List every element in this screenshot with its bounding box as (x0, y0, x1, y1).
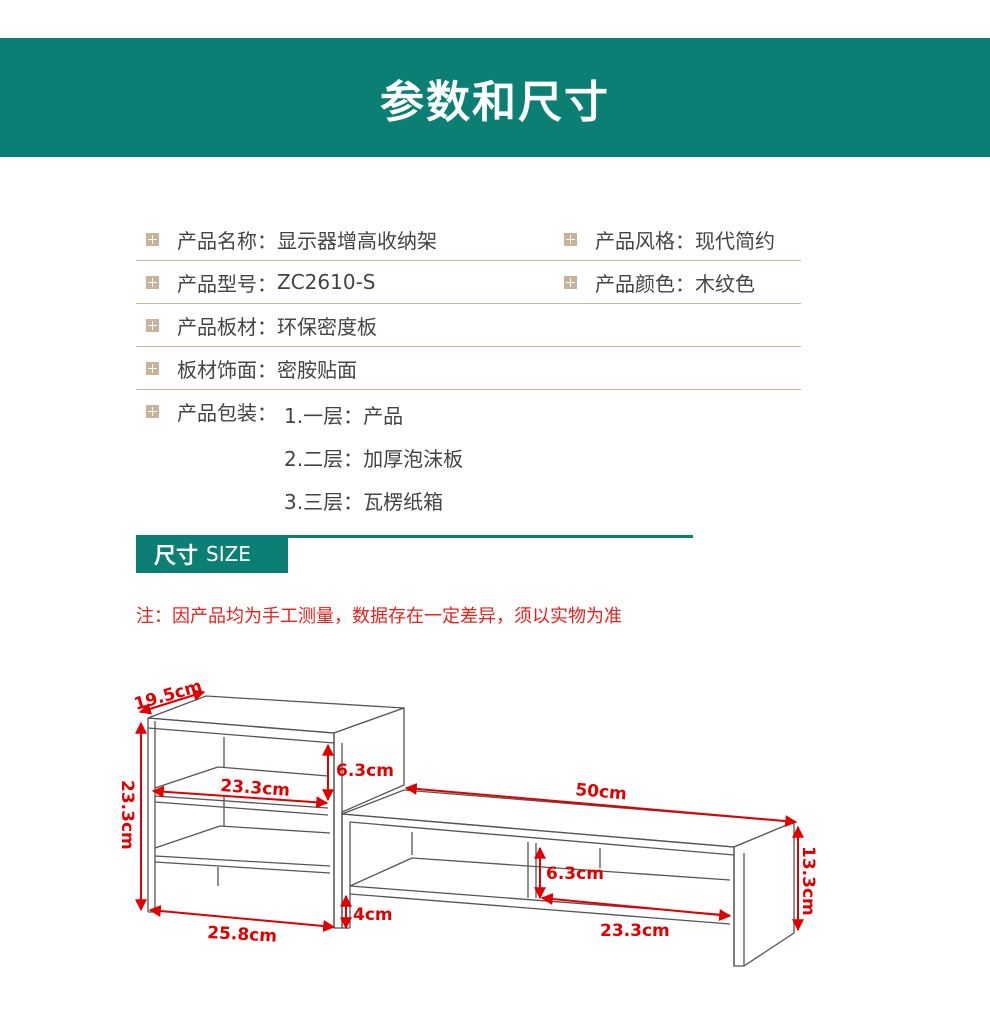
spec-row: 产品型号： ZC2610-S 产品颜色： 木纹色 (136, 261, 801, 304)
dim-foot-height: 4cm (353, 905, 393, 925)
spec-value: 显示器增高收纳架 (277, 228, 437, 253)
dim-tower-inner-width: 23.3cm (220, 776, 291, 801)
dim-tower-width: 25.8cm (207, 923, 278, 947)
spec-item-finish: 板材饰面： 密胺贴面 (146, 347, 357, 389)
page-title: 参数和尺寸 (380, 76, 610, 128)
spec-label: 产品名称： (177, 228, 277, 253)
divider (288, 535, 693, 538)
size-subtitle: SIZE (206, 542, 251, 566)
plus-square-icon (564, 232, 577, 246)
spec-row: 产品板材： 环保密度板 (136, 304, 801, 347)
spec-row: 产品名称： 显示器增高收纳架 产品风格： 现代简约 (136, 218, 801, 261)
spec-value: 木纹色 (695, 271, 755, 296)
spec-label: 产品型号： (177, 271, 277, 296)
spec-row: 板材饰面： 密胺贴面 (136, 347, 801, 390)
plus-square-icon (146, 232, 159, 246)
header-banner: 参数和尺寸 (0, 38, 990, 157)
dim-base-gap: 6.3cm (546, 864, 604, 884)
spec-value: ZC2610-S (277, 270, 376, 294)
dim-base-width: 50cm (575, 780, 628, 804)
spec-item-name: 产品名称： 显示器增高收纳架 (146, 218, 437, 260)
spec-label: 产品风格： (595, 228, 695, 253)
packaging-line: 3.三层：瓦楞纸箱 (284, 490, 444, 514)
plus-square-icon (146, 275, 159, 289)
spec-item-model: 产品型号： ZC2610-S (146, 261, 375, 303)
spec-label: 产品颜色： (595, 271, 695, 296)
packaging-line: 1.一层：产品 (284, 404, 404, 428)
spec-label: 板材饰面： (177, 357, 277, 382)
plus-square-icon (146, 361, 159, 375)
spec-label: 产品板材： (177, 314, 277, 339)
dim-tower-height: 23.3cm (117, 780, 137, 850)
plus-square-icon (564, 275, 577, 289)
measurement-note: 注：因产品均为手工测量，数据存在一定差异，须以实物为准 (136, 606, 622, 627)
dimension-lines (135, 689, 804, 932)
plus-square-icon (146, 404, 159, 418)
spec-item-packaging: 产品包装： 1.一层：产品 2.二层：加厚泡沫板 3.三层：瓦楞纸箱 (146, 390, 463, 514)
spec-item-color: 产品颜色： 木纹色 (564, 261, 755, 303)
dimension-diagram: 19.5cm 23.3cm 23.3cm 6.3cm 25.8cm 50cm 1… (117, 676, 818, 967)
size-title: 尺寸 (154, 544, 199, 569)
dim-base-height: 13.3cm (798, 846, 818, 916)
spec-label: 产品包装： (177, 400, 277, 425)
spec-value: 环保密度板 (277, 314, 377, 339)
size-section-tag: 尺寸 SIZE (136, 535, 288, 573)
plus-square-icon (146, 318, 159, 332)
spec-value: 密胺贴面 (277, 357, 357, 382)
spec-item-material: 产品板材： 环保密度板 (146, 304, 377, 346)
spec-row-packaging: 产品包装： 1.一层：产品 2.二层：加厚泡沫板 3.三层：瓦楞纸箱 (136, 390, 801, 516)
spec-item-style: 产品风格： 现代简约 (564, 218, 775, 260)
spec-value: 现代简约 (695, 228, 775, 253)
spec-table: 产品名称： 显示器增高收纳架 产品风格： 现代简约 产品型号： ZC2610-S… (136, 218, 801, 516)
dim-tower-gap: 6.3cm (336, 761, 394, 781)
dim-base-inner-width: 23.3cm (600, 921, 670, 941)
packaging-line: 2.二层：加厚泡沫板 (284, 447, 464, 471)
